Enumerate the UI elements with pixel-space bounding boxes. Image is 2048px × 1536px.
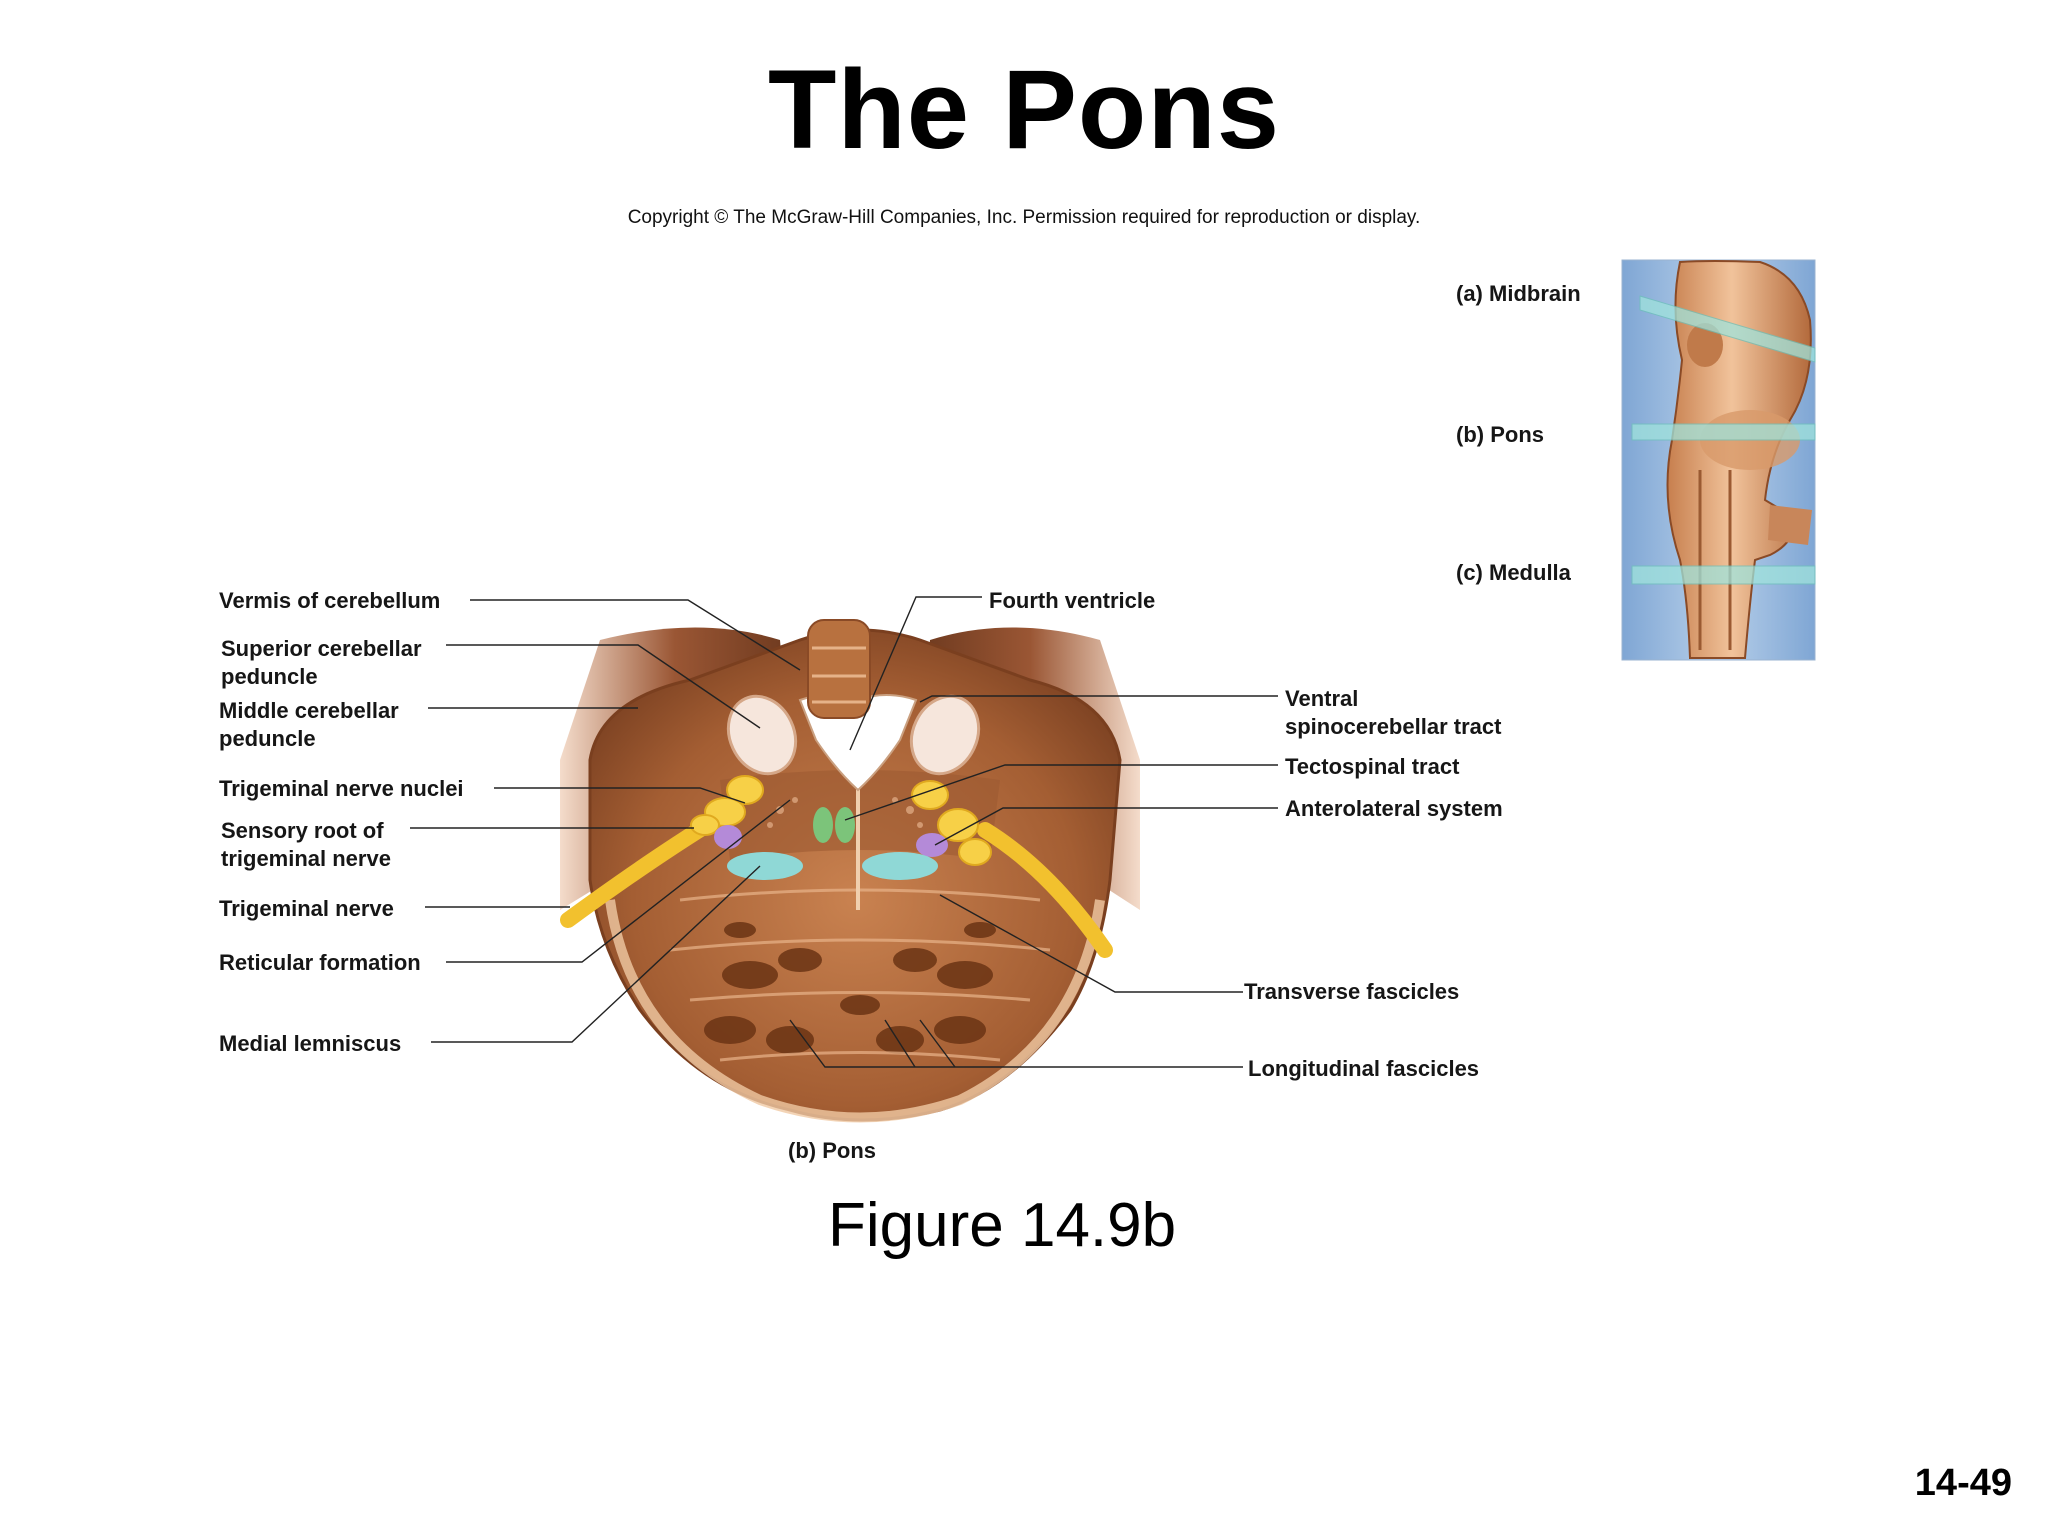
label-reticular-formation: Reticular formation bbox=[219, 950, 421, 975]
label-longitudinal-fascicles: Longitudinal fascicles bbox=[1248, 1056, 1480, 1081]
figure-caption: Figure 14.9b bbox=[828, 1191, 1177, 1260]
brainstem-inset bbox=[1621, 259, 1816, 661]
trigeminal-nerve-nuclei bbox=[690, 775, 992, 866]
label-trigeminal-nerve-nuclei: Trigeminal nerve nuclei bbox=[219, 776, 464, 801]
tectospinal-tract bbox=[813, 807, 855, 843]
copyright-notice: Copyright © The McGraw-Hill Companies, I… bbox=[627, 207, 1421, 228]
label-anterolateral-system: Anterolateral system bbox=[1285, 796, 1503, 821]
label-ventral-1: Ventral bbox=[1285, 686, 1359, 711]
inset-label-medulla: (c) Medulla bbox=[1456, 560, 1571, 585]
medial-lemniscus bbox=[727, 852, 938, 880]
label-middle-cerebellar-1: Middle cerebellar bbox=[219, 698, 399, 723]
label-middle-cerebellar-2: peduncle bbox=[219, 726, 316, 751]
label-superior-cerebellar-2: peduncle bbox=[221, 664, 318, 689]
label-superior-cerebellar-1: Superior cerebellar bbox=[221, 636, 422, 661]
vermis-of-cerebellum bbox=[807, 619, 871, 719]
label-vermis-of-cerebellum: Vermis of cerebellum bbox=[219, 588, 441, 613]
slide-number: 14-49 bbox=[1914, 1462, 2012, 1504]
leader-lines bbox=[410, 596, 1278, 1068]
inset-label-pons: (b) Pons bbox=[1456, 422, 1544, 447]
reticular-formation bbox=[767, 797, 923, 828]
longitudinal-fascicles bbox=[704, 922, 996, 1054]
panel-label-pons: (b) Pons bbox=[788, 1138, 876, 1163]
superior-cerebellar-peduncle bbox=[726, 694, 981, 776]
label-transverse-fascicles: Transverse fascicles bbox=[1244, 979, 1460, 1004]
inset-label-midbrain: (a) Midbrain bbox=[1456, 281, 1581, 306]
label-tectospinal-tract: Tectospinal tract bbox=[1285, 754, 1460, 779]
label-sensory-root-2: trigeminal nerve bbox=[221, 846, 391, 871]
label-fourth-ventricle: Fourth ventricle bbox=[989, 588, 1156, 613]
label-trigeminal-nerve: Trigeminal nerve bbox=[219, 896, 394, 921]
label-medial-lemniscus: Medial lemniscus bbox=[219, 1031, 402, 1056]
slide-title: The Pons bbox=[767, 47, 1281, 172]
label-sensory-root-1: Sensory root of bbox=[221, 818, 384, 843]
label-ventral-2: spinocerebellar tract bbox=[1285, 714, 1502, 739]
